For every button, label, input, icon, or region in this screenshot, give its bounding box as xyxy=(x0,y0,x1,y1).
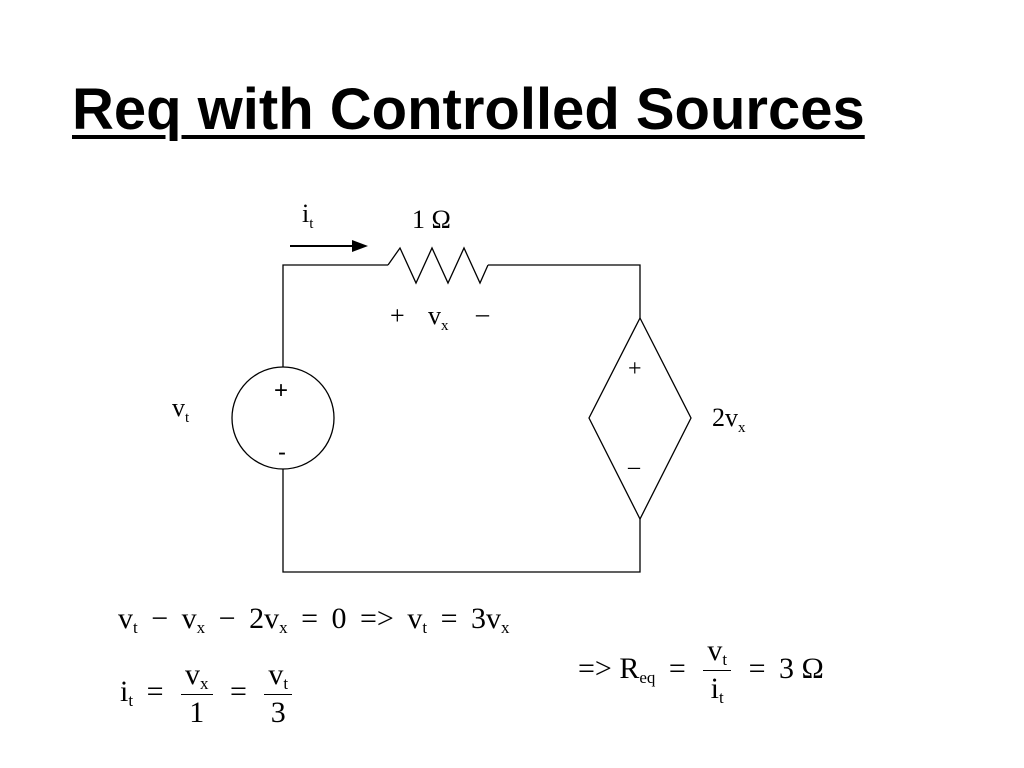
current-arrow-head xyxy=(352,240,368,252)
fraction-vt-over-it: vt it xyxy=(703,636,732,706)
wire-top-left xyxy=(282,264,388,367)
source-minus: - xyxy=(278,439,286,466)
source-label: vt xyxy=(172,393,190,426)
dep-label: 2vx xyxy=(712,403,746,436)
equation-kvl: vt − vx − 2vx = 0 => vt = 3vx xyxy=(118,602,510,637)
resistor-label: 1 Ω xyxy=(412,205,451,234)
dependent-voltage-source xyxy=(588,316,692,521)
wire-top-right xyxy=(488,264,641,318)
wire-bottom xyxy=(282,469,641,573)
fraction-vt-over-3: vt 3 xyxy=(264,660,293,728)
voltage-source xyxy=(231,366,335,470)
equation-req: => Req = vt it = 3 Ω xyxy=(578,634,824,707)
dep-plus: + xyxy=(628,356,642,382)
fraction-vx-over-1: vx 1 xyxy=(181,660,213,728)
resistor xyxy=(387,246,489,285)
current-label: it xyxy=(302,199,314,232)
vx-label: vx xyxy=(428,301,449,334)
vx-minus: – xyxy=(475,299,490,328)
equation-current: it = vx 1 = vt 3 xyxy=(120,660,296,728)
source-plus: + xyxy=(274,377,288,404)
dep-minus: – xyxy=(627,454,641,480)
vx-plus: + xyxy=(390,301,405,330)
slide-title: Req with Controlled Sources xyxy=(72,77,865,142)
